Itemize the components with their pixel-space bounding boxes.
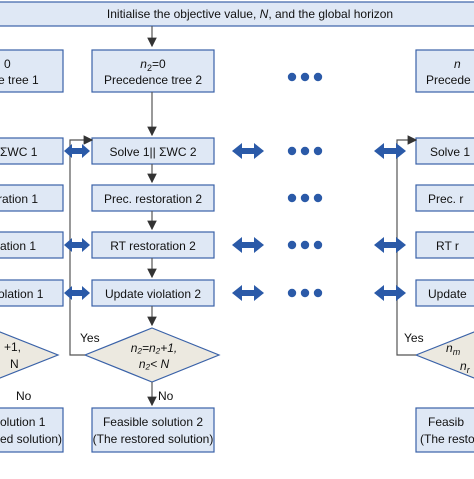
- col2-feasible-line1: Feasible solution 2: [103, 415, 203, 429]
- double-arrow-icon: [64, 238, 90, 252]
- ellipsis-dot: [300, 72, 310, 82]
- double-arrow-icon: [232, 143, 264, 159]
- ellipsis-dot: [313, 72, 323, 82]
- ellipsis-dot: [313, 193, 323, 203]
- col2-prec-text: Prec. restoration 2: [104, 192, 202, 206]
- col2-no-label: No: [158, 389, 174, 403]
- ellipsis-dot: [287, 288, 297, 298]
- ellipsis-dot: [287, 146, 297, 156]
- colm-solve-text: Solve 1: [430, 145, 470, 159]
- header-box: [0, 1, 474, 27]
- colm-diamond-line1: nm: [446, 341, 461, 357]
- colm-feasible-line2: (The resto: [420, 432, 474, 446]
- col1-no-label: No: [16, 389, 32, 403]
- colm-rt-box: [415, 231, 474, 259]
- colm-feasible-line1: Feasib: [428, 415, 464, 429]
- colm-update-box: [415, 279, 474, 307]
- ellipsis-dot: [313, 146, 323, 156]
- ellipsis-dot: [313, 288, 323, 298]
- col2-diamond-line1: n₂=n₂+1,: [131, 341, 178, 355]
- colm-tree-line1: n: [454, 57, 461, 71]
- colm-diamond-line2: nr: [460, 359, 471, 375]
- col2-tree-line2: Precedence tree 2: [104, 73, 202, 87]
- colm-solve-box: [415, 137, 474, 165]
- ellipsis-dot: [300, 146, 310, 156]
- col1-diamond: [0, 331, 60, 379]
- col2-rt-text: RT restoration 2: [110, 239, 196, 253]
- double-arrow-icon: [64, 286, 90, 300]
- ellipsis-dot: [287, 240, 297, 250]
- col1-update-text: olation 1: [0, 287, 44, 301]
- colm-feasible-box: [415, 407, 474, 453]
- double-arrows: [64, 143, 406, 301]
- col1-solve-box: [0, 137, 64, 165]
- col1-solve-text: ΣWC 1: [0, 145, 38, 159]
- double-arrow-icon: [374, 143, 406, 159]
- col1-feasible-line2: red solution): [0, 432, 62, 446]
- ellipsis-dots: [287, 72, 323, 298]
- double-arrow-icon: [374, 237, 406, 253]
- col2-update-box: [91, 279, 215, 307]
- col2-update-text: Update violation 2: [105, 287, 201, 301]
- double-arrow-icon: [232, 285, 264, 301]
- col1-prec-box: [0, 184, 64, 212]
- col1-prec-text: ration 1: [0, 192, 38, 206]
- col1-diamond-line1: +1,: [4, 340, 21, 354]
- double-arrow-icon: [64, 144, 90, 158]
- col1-tree-line1: 0: [4, 57, 11, 71]
- col2-rt-box: [91, 231, 215, 259]
- ellipsis-dot: [300, 193, 310, 203]
- colm-diamond: [414, 331, 474, 379]
- colm-yes-label: Yes: [404, 331, 424, 345]
- col2-diamond: [83, 327, 221, 383]
- column-m: n Precede Solve 1 Prec. r RT r Update nm…: [396, 49, 474, 453]
- col2-feasible-line2: (The restored solution): [93, 432, 214, 446]
- col2-tree-box: [91, 49, 215, 93]
- col2-yes-label: Yes: [80, 331, 100, 345]
- header-text: Initialise the objective value, N, and t…: [107, 7, 393, 21]
- ellipsis-dot: [300, 288, 310, 298]
- colm-update-text: Update: [428, 287, 467, 301]
- ellipsis-dot: [287, 72, 297, 82]
- col2-solve-box: [91, 137, 215, 165]
- colm-tree-box: [415, 49, 474, 93]
- column-2: n2=0 Precedence tree 2 Solve 1|| ΣWC 2 P…: [69, 49, 221, 453]
- ellipsis-dot: [313, 240, 323, 250]
- colm-prec-box: [415, 184, 474, 212]
- col2-solve-text: Solve 1|| ΣWC 2: [109, 145, 196, 159]
- col1-feasible-line1: olution 1: [0, 415, 46, 429]
- colm-prec-text: Prec. r: [428, 192, 463, 206]
- col2-tree-line1: n2=0: [140, 57, 166, 73]
- double-arrow-icon: [232, 237, 264, 253]
- colm-rt-text: RT r: [436, 239, 459, 253]
- col2-prec-box: [91, 184, 215, 212]
- col1-diamond-line2: N: [10, 357, 19, 371]
- col1-update-box: [0, 279, 64, 307]
- ellipsis-dot: [300, 240, 310, 250]
- col1-tree-line2: e tree 1: [0, 73, 39, 87]
- column-1: 0 e tree 1 ΣWC 1 ration 1 ation 1 olatio…: [0, 49, 64, 453]
- colm-tree-line2: Precede: [426, 73, 471, 87]
- col1-feasible-box: [0, 407, 64, 453]
- ellipsis-dot: [287, 193, 297, 203]
- col1-rt-text: ation 1: [0, 239, 36, 253]
- col1-rt-box: [0, 231, 64, 259]
- double-arrow-icon: [374, 285, 406, 301]
- col1-tree-box: [0, 49, 64, 93]
- col2-diamond-line2: n₂< N: [139, 357, 170, 371]
- col2-feasible-box: [91, 407, 215, 453]
